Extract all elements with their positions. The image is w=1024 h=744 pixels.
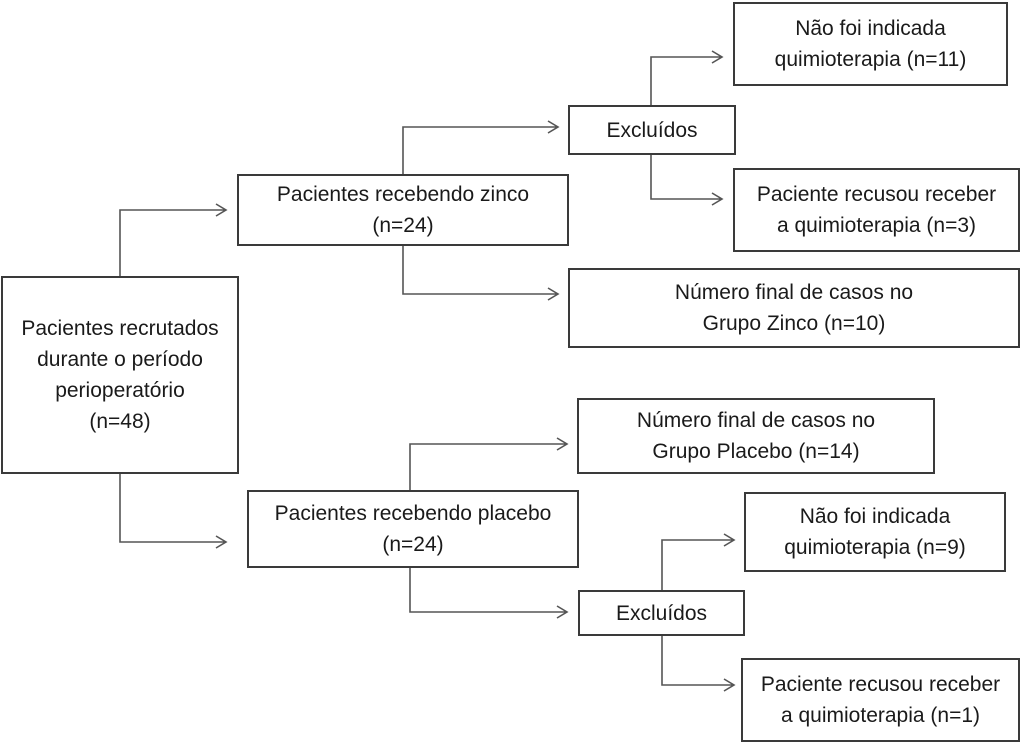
arrow-zinc-excluded-to-refused xyxy=(650,155,724,206)
arrow-placebo-to-excluded xyxy=(409,568,569,619)
placebo-line-1: Pacientes recebendo placebo xyxy=(274,502,552,525)
placebo-refused-line-2: a quimioterapia (n=1) xyxy=(780,704,981,727)
recruited-line-4: (n=48) xyxy=(89,410,151,433)
recruited-line-2: durante o período xyxy=(37,348,203,371)
placebo-no-chemo-line-1: Não foi indicada xyxy=(799,505,951,528)
arrow-recruited-to-placebo xyxy=(119,474,228,549)
zinc-excluded-label: Excluídos xyxy=(606,118,698,142)
zinc-final-line-2: Grupo Zinco (n=10) xyxy=(702,312,886,335)
placebo-excluded-label: Excluídos xyxy=(615,601,708,625)
zinc-line-2: (n=24) xyxy=(372,214,434,237)
zinc-box: Pacientes recebendo zinco (n=24) xyxy=(237,174,569,246)
zinc-line-1: Pacientes recebendo zinco xyxy=(276,183,530,206)
placebo-refused-line-1: Paciente recusou receber xyxy=(760,673,1001,696)
arrow-zinc-to-final xyxy=(402,246,560,301)
zinc-refused-line-2: a quimioterapia (n=3) xyxy=(776,214,977,237)
arrow-placebo-excluded-to-no-chemo xyxy=(661,533,736,590)
placebo-final-line-1: Número final de casos no xyxy=(636,409,876,432)
zinc-final-line-1: Número final de casos no xyxy=(674,281,914,304)
zinc-no-chemo-line-1: Não foi indicada xyxy=(795,17,946,40)
placebo-final-box: Número final de casos no Grupo Placebo (… xyxy=(577,398,935,474)
zinc-no-chemo-box: Não foi indicada quimioterapia (n=11) xyxy=(733,2,1008,86)
placebo-refused-box: Paciente recusou receber a quimioterapia… xyxy=(741,658,1020,742)
placebo-box: Pacientes recebendo placebo (n=24) xyxy=(247,490,579,568)
zinc-refused-line-1: Paciente recusou receber xyxy=(756,183,997,206)
placebo-no-chemo-line-2: quimioterapia (n=9) xyxy=(784,536,966,559)
zinc-final-box: Número final de casos no Grupo Zinco (n=… xyxy=(568,268,1020,348)
arrow-placebo-to-final xyxy=(409,437,569,490)
arrow-placebo-excluded-to-refused xyxy=(661,636,736,692)
recruited-line-1: Pacientes recrutados xyxy=(21,317,219,340)
zinc-no-chemo-line-2: quimioterapia (n=11) xyxy=(774,48,967,71)
arrow-zinc-excluded-to-no-chemo xyxy=(650,50,724,105)
recruited-box: Pacientes recrutados durante o período p… xyxy=(1,276,239,474)
placebo-excluded-box: Excluídos xyxy=(578,590,745,636)
arrow-recruited-to-zinc xyxy=(119,203,228,276)
recruited-line-3: perioperatório xyxy=(55,379,185,402)
arrow-zinc-to-excluded xyxy=(402,120,560,174)
placebo-no-chemo-box: Não foi indicada quimioterapia (n=9) xyxy=(744,492,1006,572)
placebo-line-2: (n=24) xyxy=(382,533,444,556)
zinc-refused-box: Paciente recusou receber a quimioterapia… xyxy=(733,168,1020,252)
placebo-final-line-2: Grupo Placebo (n=14) xyxy=(652,440,860,463)
zinc-excluded-box: Excluídos xyxy=(568,105,736,155)
